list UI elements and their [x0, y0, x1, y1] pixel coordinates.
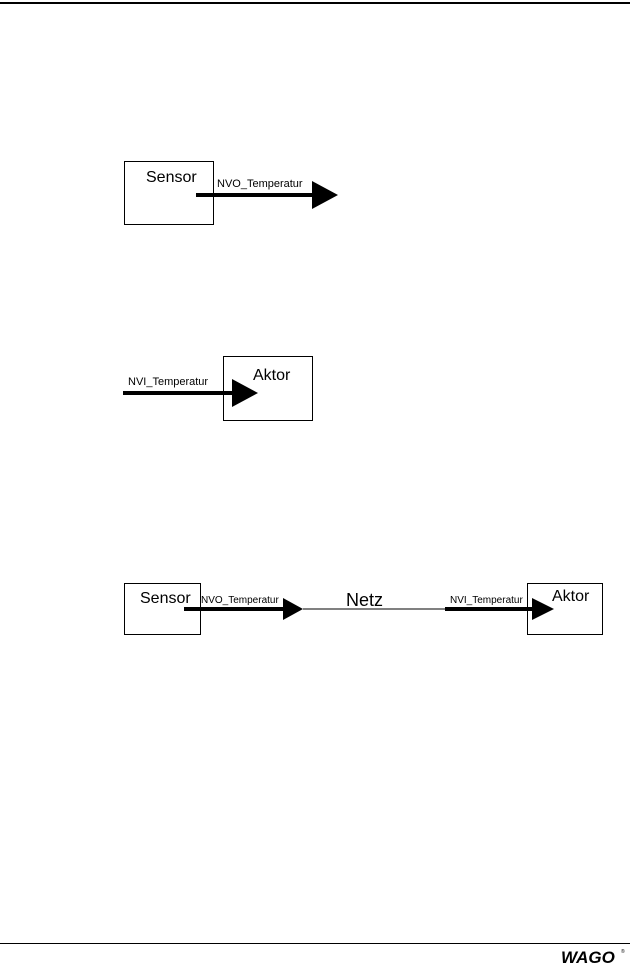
footer-rule: [0, 943, 630, 944]
nvi-temperatur-label: NVI_Temperatur: [128, 376, 209, 388]
sensor-box: [124, 161, 214, 225]
aktor-label: Aktor: [253, 367, 291, 384]
nvo-temperatur-network-label: NVO_Temperatur: [201, 595, 279, 606]
svg-text:®: ®: [621, 948, 625, 955]
sensor-label-network: Sensor: [140, 590, 191, 607]
nvi-network-arrow: [445, 598, 554, 620]
header-rule: [0, 2, 630, 4]
nvo-arrow: [196, 181, 338, 209]
nvi-arrow: [123, 379, 258, 407]
aktor-box: [223, 356, 313, 421]
nvi-temperatur-network-label: NVI_Temperatur: [450, 595, 523, 606]
netz-label: Netz: [346, 590, 384, 610]
sensor-label: Sensor: [146, 169, 197, 186]
svg-text:WAGO: WAGO: [561, 948, 615, 965]
nvo-network-arrow: [184, 598, 303, 620]
wago-logo: WAGO ®: [561, 948, 625, 965]
aktor-label-network: Aktor: [552, 588, 590, 605]
nvo-temperatur-label: NVO_Temperatur: [217, 178, 303, 190]
